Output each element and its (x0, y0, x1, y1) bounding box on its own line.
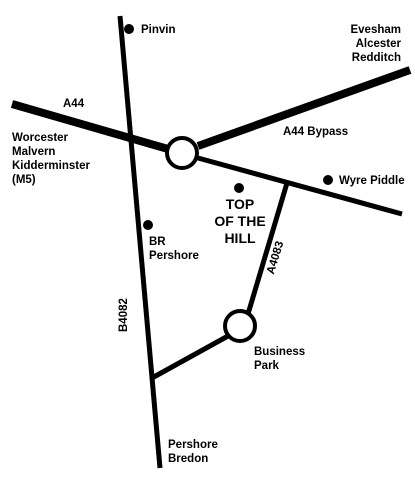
label-a44-bypass: A44 Bypass (283, 126, 349, 138)
label-evesham-group: Evesham Alcester Redditch (350, 23, 401, 65)
label-top-of-the-hill-group: TOP OF THE HILL (204, 196, 276, 247)
label-evesham: Evesham (350, 24, 401, 36)
label-hill: HILL (224, 230, 256, 246)
label-redditch: Redditch (351, 52, 401, 64)
label-malvern: Malvern (12, 146, 56, 158)
label-br: BR (149, 236, 166, 248)
label-pershore-bredon-group: Pershore Bredon (168, 438, 218, 466)
label-business: Business (254, 346, 306, 358)
label-b4082: B4082 (118, 298, 130, 332)
wyre-piddle-dot (323, 175, 333, 185)
a44-bypass-road (196, 66, 412, 150)
label-worcester: Worcester (12, 132, 69, 144)
label-pershore-station-group: BR Pershore (149, 235, 199, 263)
label-top: TOP (225, 196, 255, 212)
pershore-station-dot (143, 220, 153, 230)
label-of-the: OF THE (214, 213, 266, 229)
wyre-piddle-road (197, 155, 403, 217)
label-a44: A44 (63, 98, 85, 110)
label-kidderminster: Kidderminster (12, 160, 90, 172)
business-park-link-road (150, 333, 230, 381)
label-alcester: Alcester (355, 38, 401, 50)
label-worcester-group: Worcester Malvern Kidderminster (M5) (12, 131, 90, 187)
pinvin-dot (124, 24, 134, 34)
label-pershore: Pershore (168, 439, 218, 451)
label-business-park-group: Business Park (254, 345, 305, 373)
b4082-road (117, 15, 163, 469)
main-roundabout (165, 136, 199, 170)
label-m5: (M5) (12, 174, 36, 186)
a44-road-west (10, 100, 170, 153)
label-park: Park (254, 360, 279, 372)
label-bredon: Bredon (168, 453, 209, 465)
label-wyre-piddle: Wyre Piddle (339, 175, 405, 187)
label-pinvin: Pinvin (141, 24, 176, 36)
a4083-road (245, 182, 290, 315)
top-of-the-hill-dot (234, 183, 244, 193)
label-pershore-station: Pershore (149, 250, 199, 262)
business-park-roundabout (223, 309, 257, 343)
